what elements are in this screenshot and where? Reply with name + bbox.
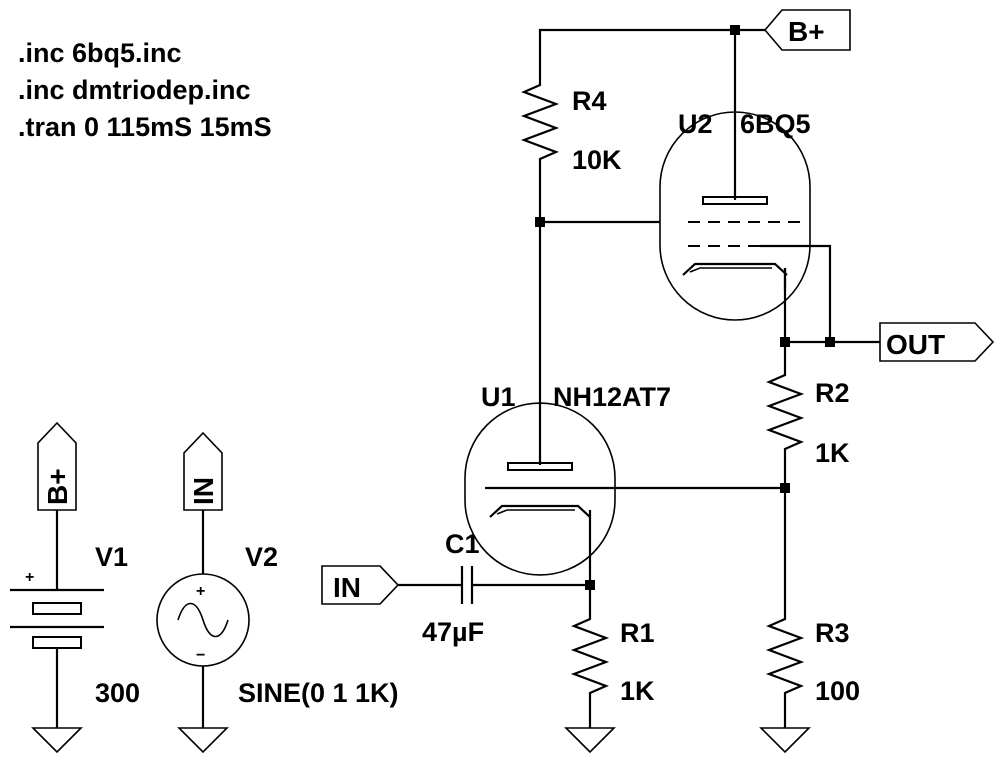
net-label-in-v2: IN: [188, 477, 219, 505]
ground-icon: [177, 727, 229, 754]
grounds: [31, 727, 811, 754]
value-c1: 47µF: [422, 617, 484, 647]
value-r2: 1K: [815, 438, 850, 468]
net-label-out: OUT: [886, 329, 945, 360]
resistor-symbol: [765, 368, 805, 460]
spice-directives: .inc 6bq5.inc .inc dmtriodep.inc .tran 0…: [18, 38, 272, 142]
sine-wave-icon: [177, 602, 229, 638]
resistor-r3[interactable]: R3 100: [765, 612, 860, 708]
ref-v1: V1: [95, 542, 128, 572]
junction-dot: [730, 25, 740, 35]
tube-envelope: [464, 402, 616, 576]
ref-u1: U1: [481, 382, 516, 412]
battery-short-plate: [32, 636, 82, 649]
ref-r2: R2: [815, 378, 850, 408]
tube-cathode: [682, 262, 788, 276]
ground-icon: [31, 727, 83, 754]
tube-cathode-inner: [689, 267, 772, 273]
voltage-source-v2[interactable]: + − V2 SINE(0 1 1K): [156, 542, 399, 708]
junction-dot: [780, 483, 790, 493]
junction-dot: [780, 337, 790, 347]
net-flag-shape: [37, 421, 77, 511]
net-flag-shape: [763, 9, 851, 51]
ref-r3: R3: [815, 618, 850, 648]
value-r3: 100: [815, 676, 860, 706]
in-flag-v2[interactable]: IN: [183, 431, 223, 511]
value-u2: 6BQ5: [740, 109, 811, 139]
ref-r1: R1: [620, 618, 655, 648]
ground-icon: [564, 727, 616, 754]
net-label-bplus-top: B+: [788, 16, 825, 47]
net-flag-shape: [321, 565, 400, 605]
tube-envelope: [659, 111, 811, 321]
plus-sign: +: [25, 569, 34, 586]
plus-sign: +: [196, 583, 205, 600]
bplus-flag-v1[interactable]: B+: [37, 421, 77, 511]
resistor-r1[interactable]: R1 1K: [570, 612, 655, 708]
resistor-r4[interactable]: R4 10K: [520, 78, 622, 175]
junctions: [535, 25, 835, 590]
bplus-flag-top[interactable]: B+: [763, 9, 851, 51]
resistor-symbol: [765, 612, 805, 708]
tube-plate: [702, 196, 768, 205]
directive-tran: .tran 0 115mS 15mS: [18, 112, 272, 142]
junction-dot: [535, 217, 545, 227]
ref-c1: C1: [445, 529, 480, 559]
junction-dot: [585, 580, 595, 590]
directive-inc-6bq5: .inc 6bq5.inc: [18, 38, 182, 68]
net-flag-shape: [183, 431, 223, 511]
net-label-bplus-v1: B+: [42, 468, 73, 505]
tube-cathode-inner: [496, 509, 575, 515]
tube-cathode: [489, 504, 591, 518]
value-r4: 10K: [572, 145, 622, 175]
tube-plate: [507, 462, 573, 471]
wire-top-rail: [538, 28, 735, 78]
value-v1: 300: [95, 678, 140, 708]
out-flag[interactable]: OUT: [879, 322, 995, 362]
ref-u2: U2: [678, 109, 713, 139]
voltage-source-v1[interactable]: + V1 300: [10, 542, 140, 708]
value-u1: NH12AT7: [553, 382, 671, 412]
net-label-in: IN: [333, 572, 361, 603]
junction-dot: [825, 337, 835, 347]
minus-sign: −: [196, 647, 205, 664]
directive-inc-dmtriodep: .inc dmtriodep.inc: [18, 75, 251, 105]
resistor-symbol: [520, 78, 560, 172]
resistor-r2[interactable]: R2 1K: [765, 368, 850, 468]
value-r1: 1K: [620, 676, 655, 706]
value-v2: SINE(0 1 1K): [238, 678, 399, 708]
ref-v2: V2: [245, 542, 278, 572]
ground-icon: [759, 727, 811, 754]
tube-u1[interactable]: U1 NH12AT7: [464, 382, 671, 576]
net-flag-shape: [879, 322, 995, 362]
wire-u2-screen: [760, 244, 832, 342]
resistor-symbol: [570, 612, 610, 708]
source-circle: [156, 573, 250, 667]
in-flag-c1[interactable]: IN: [321, 565, 400, 605]
tube-u2[interactable]: U2 6BQ5: [659, 109, 811, 321]
battery-short-plate: [32, 602, 82, 615]
ref-r4: R4: [572, 86, 607, 116]
capacitor-c1[interactable]: C1 47µF: [422, 529, 484, 647]
